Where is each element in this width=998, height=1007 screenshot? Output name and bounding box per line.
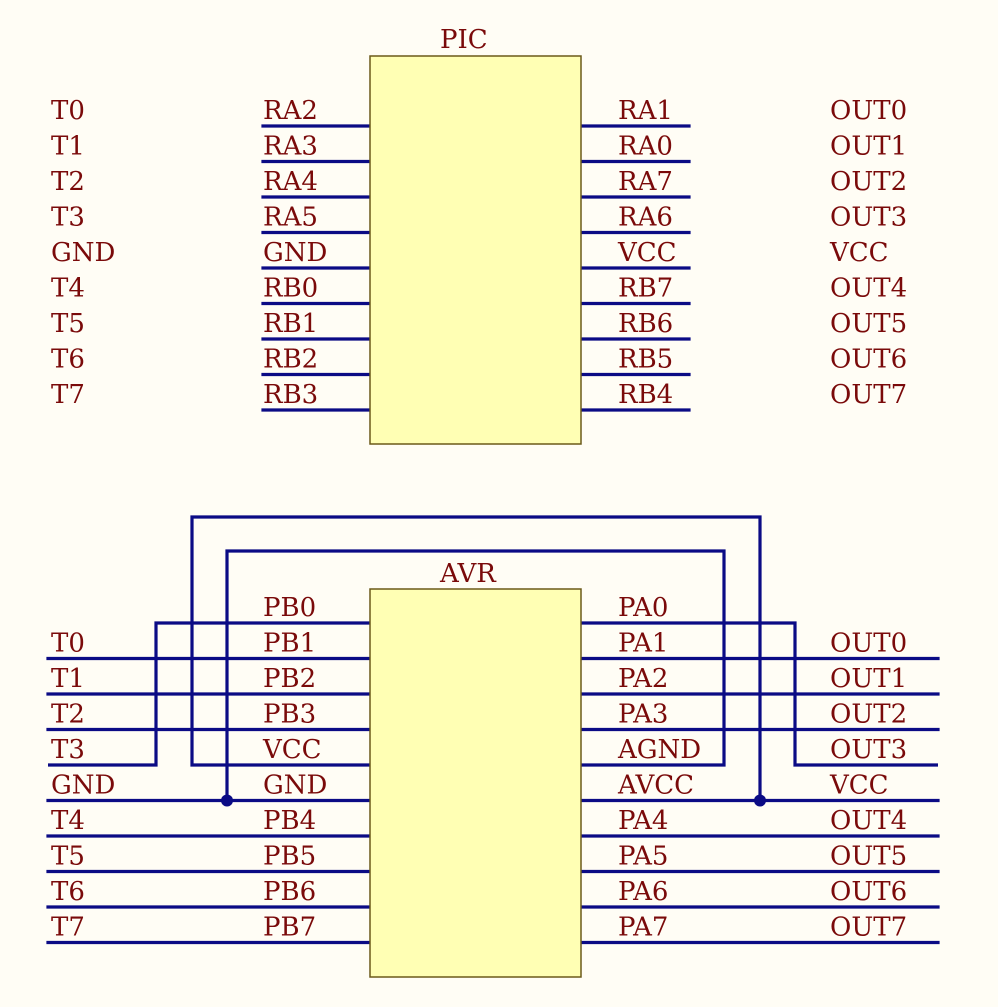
avr-left-net-label: T2	[51, 700, 85, 730]
pic-left-pin-label: RA5	[263, 203, 318, 233]
pic-left-pin-label: GND	[263, 238, 327, 268]
avr-right-net-label: VCC	[829, 771, 889, 801]
avr-right-net-label: OUT2	[830, 700, 907, 730]
pic-left-net-label: T2	[51, 167, 85, 197]
pic-left-net-label: T4	[51, 274, 85, 304]
pic-left-pin-label: RB2	[263, 345, 318, 375]
avr-left-net-label: T7	[51, 913, 85, 943]
avr-right-pin-label: AVCC	[617, 771, 694, 801]
avr-chip-body	[369, 588, 582, 978]
avr-left-net-label: GND	[51, 771, 115, 801]
avr-gnd-junction-dot	[221, 794, 233, 807]
avr-right-net-label: OUT5	[830, 842, 907, 872]
pic-right-net-label: OUT2	[830, 167, 907, 197]
avr-left-pin-label: PB6	[263, 877, 316, 907]
pic-right-net-label: OUT7	[830, 380, 907, 410]
pic-left-pin-label: RA3	[263, 132, 318, 162]
avr-right-pin-label: PA6	[618, 877, 668, 907]
avr-left-pin-label: PB2	[263, 664, 316, 694]
avr-left-pin-label: PB1	[263, 629, 316, 659]
chips	[369, 55, 582, 978]
pic-right-net-label: OUT0	[830, 96, 907, 126]
avr-left-pin-label: PB4	[263, 806, 316, 836]
avr-right-net-label: OUT4	[830, 806, 907, 836]
avr-vcc-junction-dot	[754, 794, 766, 807]
avr-left-pin-label: GND	[263, 771, 327, 801]
pic-left-net-label: T6	[51, 345, 85, 375]
avr-right-net-label: OUT7	[830, 913, 907, 943]
avr-left-net-label: T5	[51, 842, 85, 872]
pic-chip-body	[369, 55, 582, 445]
avr-left-pin-label: PB5	[263, 842, 316, 872]
pic-left-net-label: T0	[51, 96, 85, 126]
avr-left-net-label: T3	[51, 735, 85, 765]
avr-right-net-label: OUT6	[830, 877, 907, 907]
avr-left-pin-label: PB3	[263, 700, 316, 730]
pic-right-pin-label: RB5	[618, 345, 673, 375]
avr-right-pin-label: AGND	[617, 735, 701, 765]
pic-left-net-label: T7	[51, 380, 85, 410]
pic-left-net-label: GND	[51, 238, 115, 268]
pic-left-pin-label: RB0	[263, 274, 318, 304]
avr-right-pin-label: PA0	[618, 593, 668, 623]
avr-right-net-label: OUT3	[830, 735, 907, 765]
pic-right-net-label: VCC	[829, 238, 889, 268]
avr-left-net-label: T6	[51, 877, 85, 907]
pic-left-net-label: T1	[51, 132, 85, 162]
pic-right-pin-label: RB7	[618, 274, 673, 304]
pic-right-net-label: OUT1	[830, 132, 907, 162]
avr-left-pin-label: VCC	[262, 735, 322, 765]
avr-gnd-to-agnd-wire	[225, 549, 726, 801]
pic-left-pin-label: RA4	[263, 167, 318, 197]
pic-right-net-label: OUT4	[830, 274, 907, 304]
avr-right-pin-label: PA1	[618, 629, 668, 659]
pic-right-pin-label: RA0	[618, 132, 673, 162]
pic-left-pin-label: RA2	[263, 96, 318, 126]
pic-right-net-label: OUT5	[830, 309, 907, 339]
pic-right-net-label: OUT6	[830, 345, 907, 375]
pic-left-net-label: T3	[51, 203, 85, 233]
pic-right-pin-label: RA1	[618, 96, 673, 126]
pic-right-pin-label: VCC	[617, 238, 677, 268]
pic-left-net-label: T5	[51, 309, 85, 339]
avr-right-pin-label: PA2	[618, 664, 668, 694]
pic-right-pin-label: RA7	[618, 167, 673, 197]
pic-right-pin-label: RB6	[618, 309, 673, 339]
avr-left-net-label: T0	[51, 629, 85, 659]
avr-left-net-label: T4	[51, 806, 85, 836]
avr-chip-title: AVR	[439, 559, 497, 589]
pic-right-pin-label: RA6	[618, 203, 673, 233]
pic-left-pin-label: RB1	[263, 309, 318, 339]
pic-left-pin-label: RB3	[263, 380, 318, 410]
pic-right-net-label: OUT3	[830, 203, 907, 233]
avr-vcc-to-avcc-wire	[190, 515, 762, 801]
avr-right-pin-label: PA3	[618, 700, 668, 730]
avr-right-pin-label: PA4	[618, 806, 668, 836]
avr-right-pin-label: PA5	[618, 842, 668, 872]
avr-right-pin-label: PA7	[618, 913, 668, 943]
wires	[46, 124, 940, 945]
avr-left-net-label: T1	[51, 664, 85, 694]
pic-right-pin-label: RB4	[618, 380, 673, 410]
avr-right-net-label: OUT1	[830, 664, 907, 694]
avr-right-net-label: OUT0	[830, 629, 907, 659]
avr-left-pin-label: PB0	[263, 593, 316, 623]
pic-chip-title: PIC	[440, 25, 488, 55]
avr-left-pin-label: PB7	[263, 913, 316, 943]
